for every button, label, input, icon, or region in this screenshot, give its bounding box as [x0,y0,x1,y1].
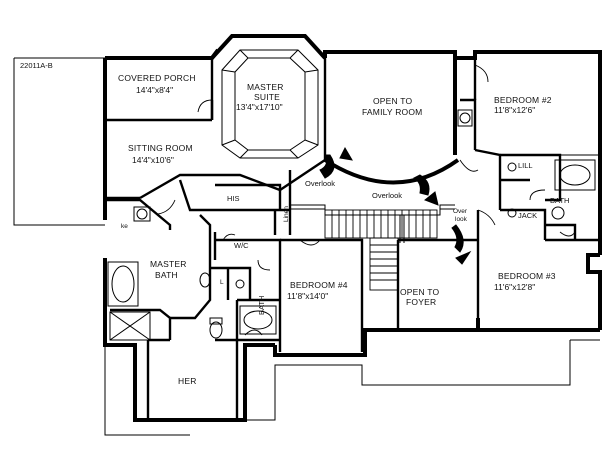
l-mark: L [220,279,224,286]
plan-id-label: 22011A-B [20,61,53,70]
overlook-arrows [319,146,472,265]
her-closet-label: HER [178,376,197,386]
master-suite-dims: 13'4"x17'10" [236,102,283,112]
interior-walls [105,58,600,418]
sitting-room-dims: 14'4"x10'6" [132,155,174,165]
bedroom2-dims: 11'8"x12'6" [494,105,535,115]
bedroom2-label: BEDROOM #2 [494,95,552,105]
bath-left-label: BATH [257,296,266,315]
open-foyer-label-2: FOYER [406,297,436,307]
thin-lines [13,57,600,436]
lill-label: LILL [518,161,533,170]
jack-label: JACK [518,211,537,220]
his-closet-label: HIS [227,194,240,203]
overlook-label-2: Overlook [372,191,402,200]
ke-mark: ke [121,223,128,230]
overlook-label-3b: look [455,216,468,223]
master-suite-label-2: SUITE [254,92,280,102]
overlook-label-1: Overlook [305,179,335,188]
fixtures [107,109,596,341]
bedroom4-label: BEDROOM #4 [290,280,348,290]
bedroom4-dims: 11'8"x14'0" [287,291,328,301]
master-suite-tray-ceiling [221,49,319,159]
master-bath-label-2: BATH [155,270,178,280]
open-family-label-2: FAMILY ROOM [362,107,422,117]
bath-right-label: BATH [550,196,569,205]
stairs [324,209,438,291]
covered-porch-label: COVERED PORCH [118,73,196,83]
overlook-label-3a: Over [453,208,468,215]
master-bath-label-1: MASTER [150,259,187,269]
sitting-room-label: SITTING ROOM [128,143,193,153]
open-family-label-1: OPEN TO [373,96,413,106]
wc-label: W/C [234,241,249,250]
linen-label: Linen [283,206,290,222]
covered-porch-dims: 14'4"x8'4" [136,85,173,95]
master-suite-label-1: MASTER [247,82,284,92]
bedroom3-label: BEDROOM #3 [498,271,556,281]
open-foyer-label-1: OPEN TO [400,287,440,297]
bedroom3-dims: 11'6"x12'8" [494,282,535,292]
